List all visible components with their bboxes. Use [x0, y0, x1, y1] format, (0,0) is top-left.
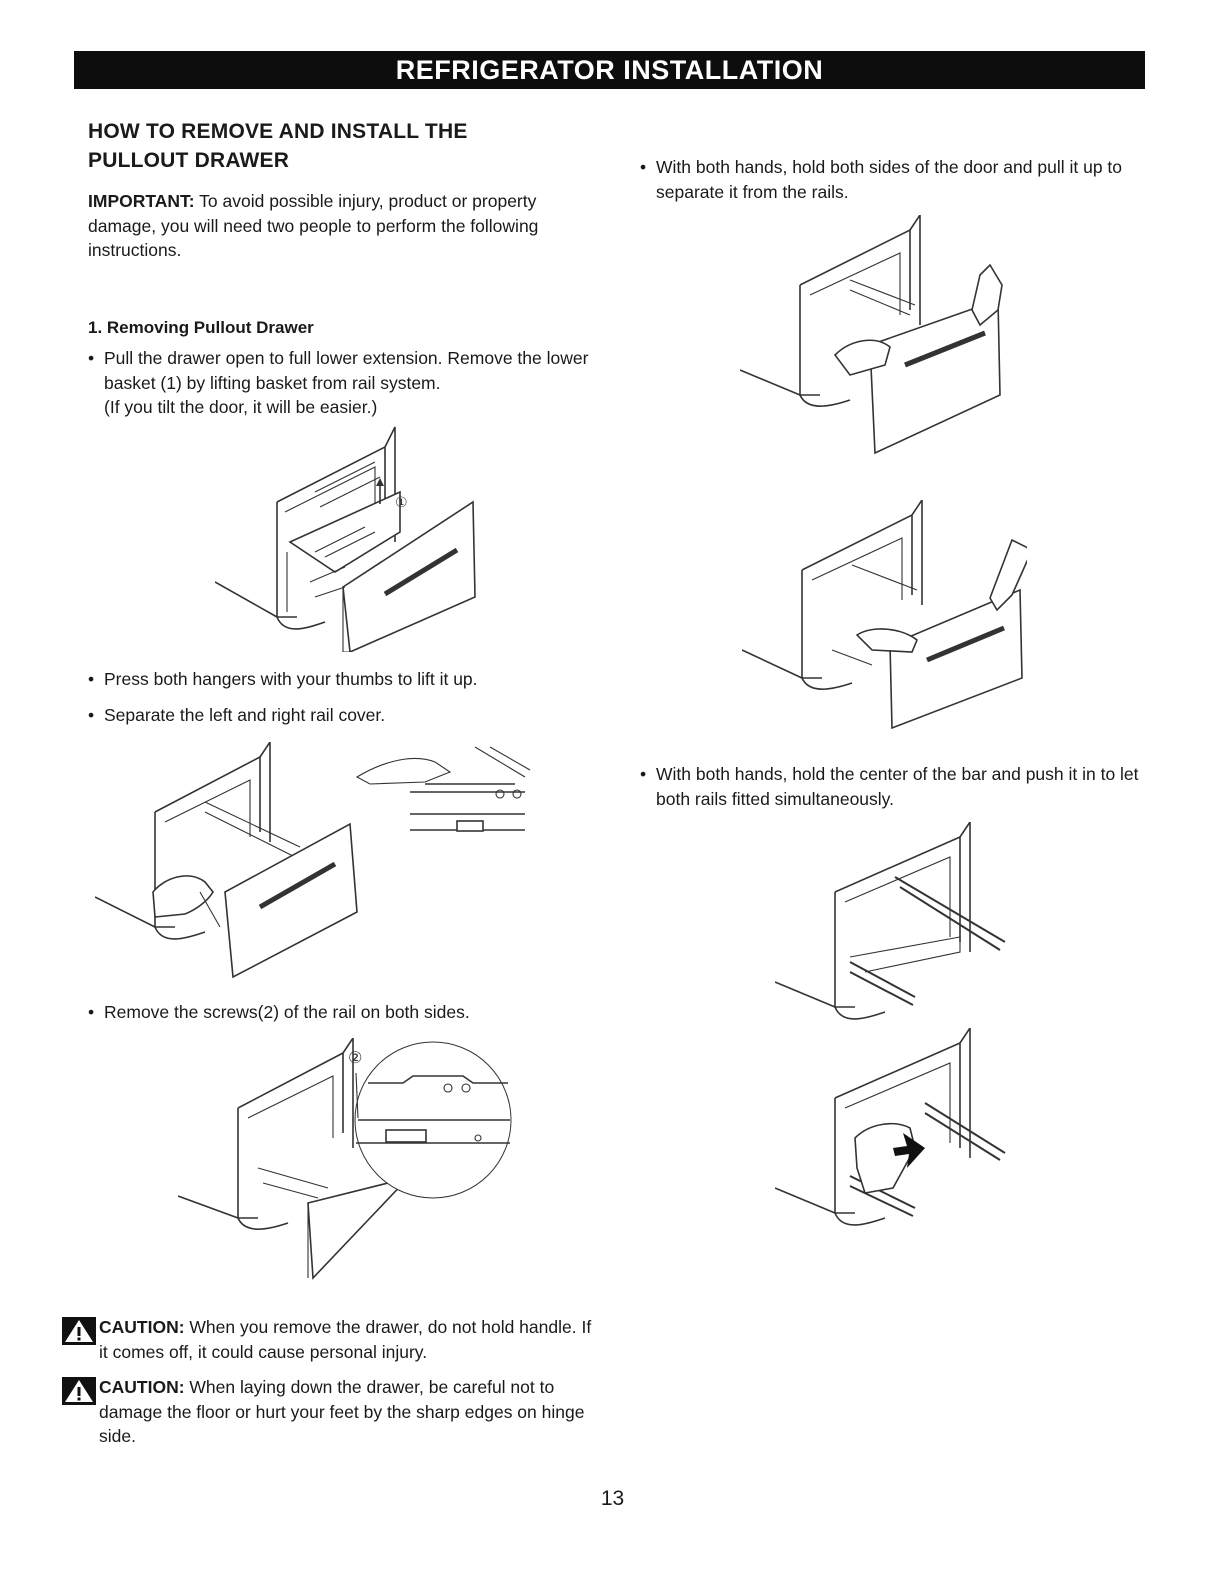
bullet-pull-drawer: • Pull the drawer open to full lower ext… — [88, 346, 629, 420]
fridge-cabinet-illustration — [742, 500, 923, 690]
callout-2-label: ② — [348, 1048, 362, 1067]
bullet-text: Separate the left and right rail cover. — [104, 705, 386, 725]
figure-remove-screws: ② — [178, 1038, 518, 1283]
warning-triangle-icon — [62, 1317, 96, 1352]
caution-hold-handle: CAUTION: When you remove the drawer, do … — [62, 1315, 592, 1364]
fridge-cabinet-illustration — [775, 822, 971, 1020]
step1-title: 1. Removing Pullout Drawer — [88, 317, 314, 337]
caution-label: CAUTION: — [99, 1377, 185, 1397]
figure-remove-basket: ① — [215, 422, 485, 652]
important-text: To avoid possible injury, product or pro… — [88, 191, 539, 260]
bullet-dot: • — [88, 1002, 95, 1022]
rail-illustration — [849, 876, 1006, 1006]
bullet-text: With both hands, hold both sides of the … — [656, 157, 1123, 202]
push-arrow-icon — [893, 1133, 925, 1168]
important-label: IMPORTANT: — [88, 191, 195, 211]
bullet-note: (If you tilt the door, it will be easier… — [104, 397, 378, 417]
drawer-illustration — [869, 298, 1001, 455]
section-title: HOW TO REMOVE AND INSTALL THE PULLOUT DR… — [88, 120, 468, 172]
fridge-cabinet-illustration — [215, 426, 396, 630]
bullet-text: With both hands, hold the center of the … — [656, 764, 1139, 809]
bullet-text: Press both hangers with your thumbs to l… — [104, 669, 478, 689]
callout-1-label: ① — [395, 495, 408, 511]
rail-detail-illustration — [355, 746, 531, 832]
figure-lift-door-1 — [740, 215, 1020, 460]
caution-label: CAUTION: — [99, 1317, 185, 1337]
magnified-screw-detail — [354, 1041, 512, 1199]
rail-illustration — [849, 1102, 1006, 1217]
drawer-illustration — [889, 588, 1023, 730]
important-note: IMPORTANT: To avoid possible injury, pro… — [88, 189, 608, 263]
page-header-title: REFRIGERATOR INSTALLATION — [395, 55, 824, 85]
bullet-dot: • — [88, 705, 95, 725]
hand-illustration — [854, 1122, 916, 1194]
figure-push-rails — [775, 1028, 1015, 1253]
fridge-cabinet-illustration — [178, 1038, 354, 1230]
hand-illustration — [152, 875, 221, 928]
hand-illustration — [833, 263, 1003, 376]
bullet-dot: • — [88, 348, 95, 368]
figure-separate-rail-cover — [95, 742, 540, 982]
left-column: HOW TO REMOVE AND INSTALL THE PULLOUT DR… — [88, 117, 618, 338]
drawer-illustration — [307, 1176, 411, 1280]
hand-illustration — [855, 538, 1027, 653]
bullet-dot: • — [640, 764, 647, 784]
bullet-text: Pull the drawer open to full lower exten… — [104, 348, 589, 393]
figure-lift-door-2 — [742, 500, 1027, 735]
bullet-dot: • — [88, 669, 95, 689]
warning-triangle-icon — [62, 1377, 96, 1412]
bullet-pull-door-up: • With both hands, hold both sides of th… — [640, 155, 1166, 204]
caution-text: When laying down the drawer, be careful … — [99, 1377, 585, 1446]
drawer-illustration — [288, 490, 476, 652]
figure-rails-extended — [775, 822, 1015, 1047]
page-header-banner: REFRIGERATOR INSTALLATION — [74, 51, 1145, 89]
caution-laying-drawer: CAUTION: When laying down the drawer, be… — [62, 1375, 592, 1449]
page-number: 13 — [600, 1487, 625, 1510]
bullet-remove-screws: • Remove the screws(2) of the rail on bo… — [88, 1000, 629, 1025]
fridge-cabinet-illustration — [775, 1028, 971, 1226]
bullet-dot: • — [640, 157, 647, 177]
caution-text: When you remove the drawer, do not hold … — [99, 1317, 592, 1362]
bullet-push-bar: • With both hands, hold the center of th… — [640, 762, 1166, 811]
bullet-text: Remove the screws(2) of the rail on both… — [104, 1002, 470, 1022]
fridge-cabinet-illustration — [95, 742, 301, 940]
bullet-separate-rail-cover: • Separate the left and right rail cover… — [88, 703, 629, 728]
fridge-cabinet-illustration — [740, 215, 921, 407]
bullet-press-hangers: • Press both hangers with your thumbs to… — [88, 667, 629, 692]
drawer-illustration — [224, 822, 358, 979]
